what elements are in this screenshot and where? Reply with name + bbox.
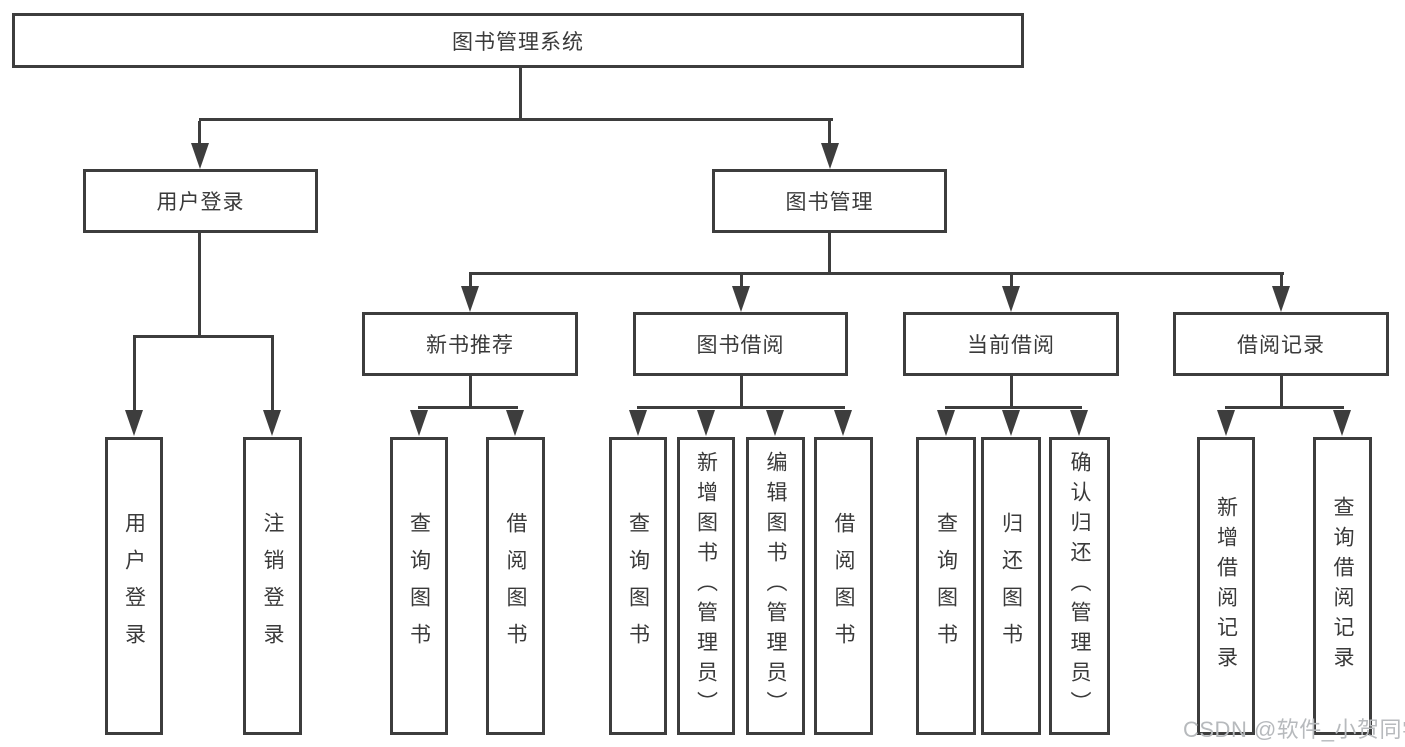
connector-line <box>133 338 136 412</box>
node-label: 用户登录 <box>156 191 245 214</box>
connector-line <box>198 121 201 145</box>
connector-line <box>828 233 831 275</box>
connector-line <box>945 406 1082 409</box>
connector-line <box>637 406 845 409</box>
node-label: 注销登录 <box>261 512 284 660</box>
leaf-borrow-query-book: 查询图书 <box>609 437 667 735</box>
leaf-edit-book-admin: 编辑图书（管理员） <box>746 437 805 735</box>
node-user-login: 用户登录 <box>83 169 318 233</box>
node-label: 新书推荐 <box>426 334 514 357</box>
leaf-return-book: 归还图书 <box>981 437 1041 735</box>
leaf-query-borrow-record: 查询借阅记录 <box>1313 437 1372 735</box>
node-label: 新增图书（管理员） <box>694 451 718 721</box>
arrow-down-icon <box>766 410 784 436</box>
node-label: 借阅图书 <box>832 512 855 660</box>
node-label: 查询图书 <box>626 512 650 660</box>
leaf-borrow-book: 借阅图书 <box>814 437 873 735</box>
connector-line <box>133 335 274 338</box>
arrow-down-icon <box>461 286 479 312</box>
arrow-down-icon <box>1333 410 1351 436</box>
arrow-down-icon <box>697 410 715 436</box>
arrow-down-icon <box>125 410 143 436</box>
leaf-recommend-borrow-book: 借阅图书 <box>486 437 545 735</box>
node-label: 查询借阅记录 <box>1331 496 1354 676</box>
connector-line <box>1010 376 1013 408</box>
node-book-management: 图书管理 <box>712 169 947 233</box>
node-book-borrow: 图书借阅 <box>633 312 848 376</box>
arrow-down-icon <box>191 143 209 169</box>
node-label: 当前借阅 <box>967 334 1055 357</box>
leaf-confirm-return-admin: 确认归还（管理员） <box>1049 437 1110 735</box>
connector-line <box>1280 275 1283 288</box>
node-label: 借阅图书 <box>504 512 527 660</box>
leaf-add-book-admin: 新增图书（管理员） <box>677 437 735 735</box>
arrow-down-icon <box>1217 410 1235 436</box>
arrow-down-icon <box>1272 286 1290 312</box>
connector-line <box>1010 275 1013 288</box>
node-label: 图书借阅 <box>696 334 785 357</box>
arrow-down-icon <box>629 410 647 436</box>
arrow-down-icon <box>834 410 852 436</box>
connector-line <box>271 338 274 412</box>
connector-line <box>740 275 743 288</box>
node-label: 图书管理 <box>785 191 874 214</box>
arrow-down-icon <box>937 410 955 436</box>
connector-line <box>1280 376 1283 408</box>
connector-line <box>469 275 472 288</box>
node-label: 查询图书 <box>407 512 431 660</box>
arrow-down-icon <box>821 143 839 169</box>
node-label: 查询图书 <box>934 512 958 660</box>
arrow-down-icon <box>732 286 750 312</box>
arrow-down-icon <box>1002 410 1020 436</box>
node-label: 借阅记录 <box>1237 334 1325 357</box>
leaf-logout-login: 注销登录 <box>243 437 302 735</box>
arrow-down-icon <box>263 410 281 436</box>
connector-line <box>418 406 518 409</box>
node-label: 编辑图书（管理员） <box>764 451 787 721</box>
arrow-down-icon <box>410 410 428 436</box>
connector-line <box>469 376 472 408</box>
node-new-book-recommend: 新书推荐 <box>362 312 578 376</box>
arrow-down-icon <box>1002 286 1020 312</box>
connector-line <box>199 118 833 121</box>
node-label: 用户登录 <box>122 512 146 660</box>
node-current-borrow: 当前借阅 <box>903 312 1119 376</box>
csdn-watermark: CSDN @软件_小贺同学 <box>1183 717 1405 742</box>
node-label: 图书管理系统 <box>452 30 584 54</box>
node-label: 归还图书 <box>999 512 1023 660</box>
leaf-recommend-query-book: 查询图书 <box>390 437 448 735</box>
node-label: 新增借阅记录 <box>1214 496 1238 676</box>
node-root-library-system: 图书管理系统 <box>12 13 1024 68</box>
connector-line <box>828 121 831 145</box>
connector-line <box>1225 406 1344 409</box>
connector-line <box>519 68 522 118</box>
connector-line <box>469 272 1284 275</box>
connector-line <box>740 376 743 408</box>
node-label: 确认归还（管理员） <box>1068 451 1091 721</box>
leaf-user-login: 用户登录 <box>105 437 163 735</box>
arrow-down-icon <box>1070 410 1088 436</box>
leaf-add-borrow-record: 新增借阅记录 <box>1197 437 1255 735</box>
connector-line <box>198 233 201 337</box>
node-borrow-record: 借阅记录 <box>1173 312 1389 376</box>
leaf-current-query-book: 查询图书 <box>916 437 976 735</box>
arrow-down-icon <box>506 410 524 436</box>
